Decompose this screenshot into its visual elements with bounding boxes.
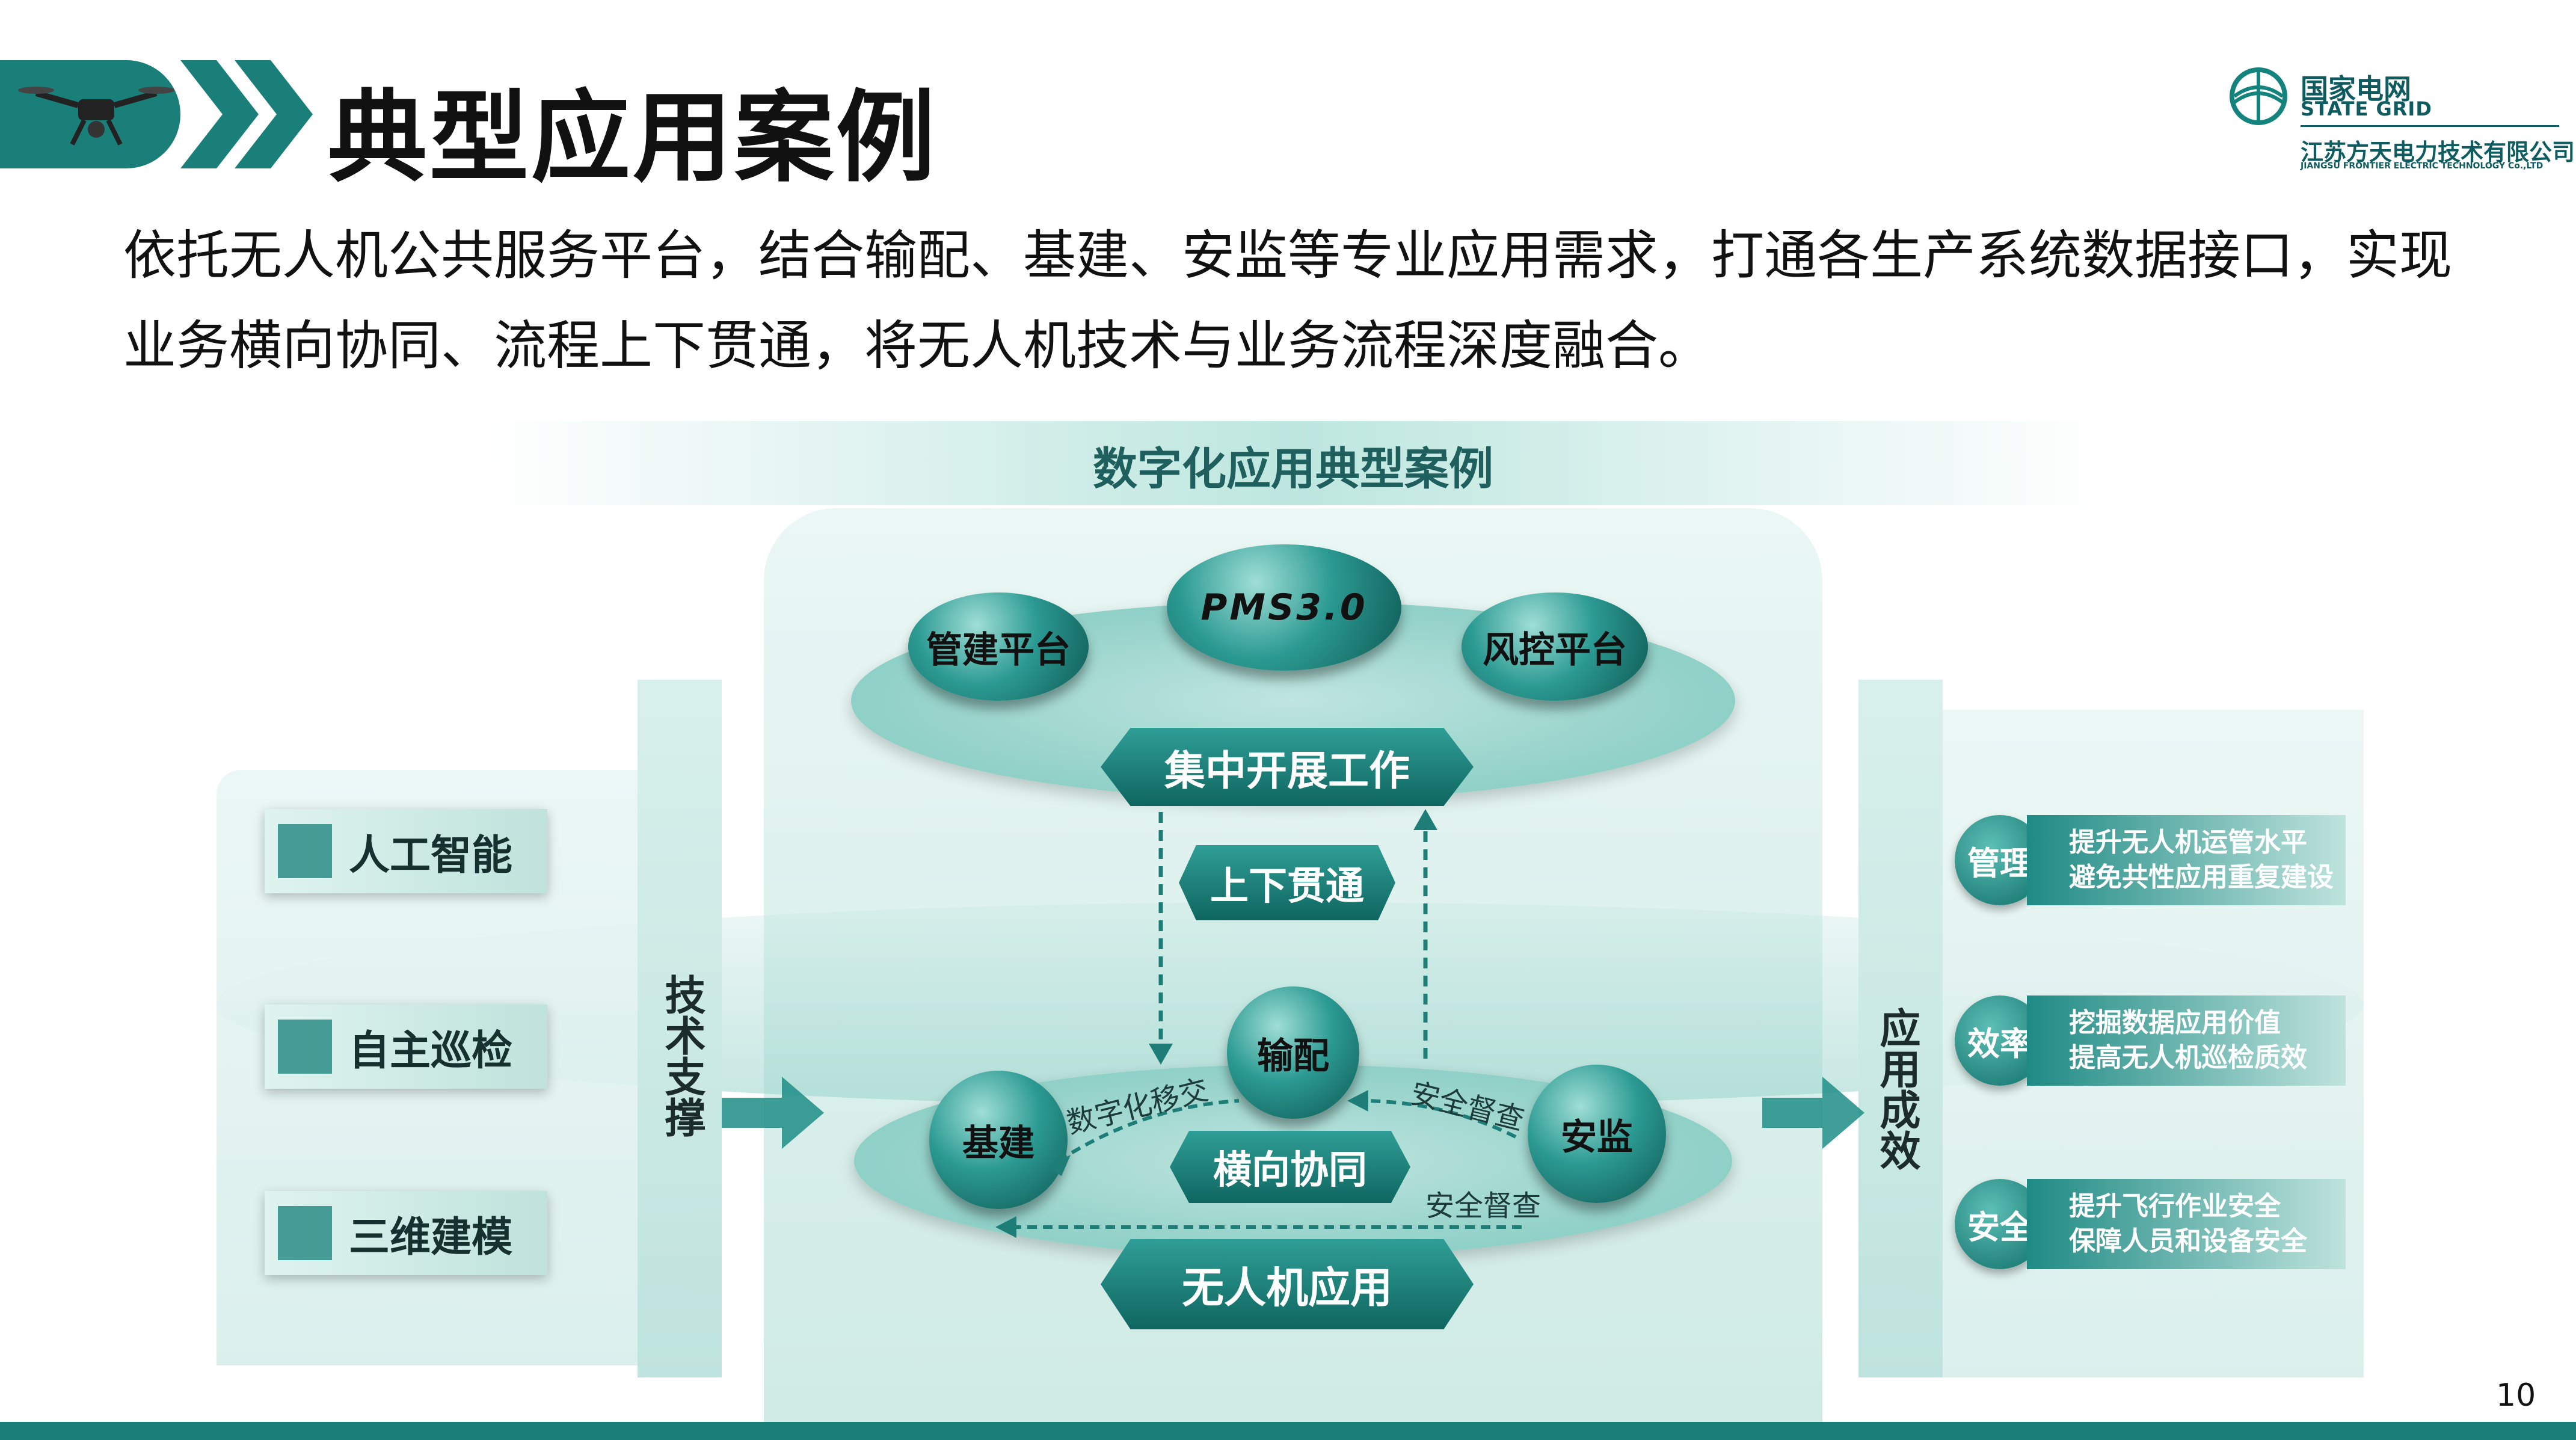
business-node-label: 输配 (1257, 1035, 1329, 1077)
tech-item: 自主巡检 (265, 1005, 547, 1089)
page-title: 典型应用案例 (328, 80, 938, 195)
flow-label: 安全督查 (1425, 1189, 1542, 1223)
logo-company: 江苏方天电力技术有限公司 (2301, 139, 2575, 165)
arrow-right-icon (722, 1077, 824, 1149)
bottom-band-label: 无人机应用 (1182, 1263, 1392, 1312)
result-line: 提升飞行作业安全 (2069, 1191, 2281, 1222)
state-grid-logo-icon (2230, 67, 2287, 125)
chevron-right-icon (180, 60, 313, 168)
page-number: 10 (2496, 1377, 2536, 1414)
vertical-label: 上下贯通 (1179, 845, 1395, 920)
system-node-label: 风控平台 (1483, 629, 1627, 671)
results-text: 应用成效 (1872, 1007, 1920, 1171)
result-item: 安全 提升飞行作业安全 保障人员和设备安全 (1955, 1179, 2346, 1269)
tech-item-label: 人工智能 (349, 831, 513, 879)
right-pillar (1858, 680, 1943, 1377)
tech-support-text: 技术支撑 (657, 974, 705, 1137)
result-text: 提升无人机运管水平 避免共性应用重复建设 (2027, 815, 2346, 905)
tech-support-label: 技术支撑 (656, 959, 705, 1152)
result-line: 提高无人机巡检质效 (2069, 1042, 2307, 1073)
system-node: 风控平台 (1462, 592, 1648, 701)
result-text: 挖掘数据应用价值 提高无人机巡检质效 (2027, 995, 2346, 1086)
tech-item: 三维建模 (265, 1191, 547, 1275)
result-item: 管理 提升无人机运管水平 避免共性应用重复建设 (1955, 815, 2346, 905)
result-line: 保障人员和设备安全 (2069, 1226, 2307, 1257)
tech-item-label: 自主巡检 (349, 1027, 513, 1075)
bottom-band: 无人机应用 (1101, 1239, 1474, 1329)
horizontal-label-text: 横向协同 (1213, 1148, 1367, 1193)
diagram-title-band (487, 421, 2105, 505)
business-node: 输配 (1227, 986, 1359, 1119)
system-node-label: PMS3.0 (1200, 586, 1368, 629)
intro-paragraph: 依托无人机公共服务平台，结合输配、基建、安监等专业应用需求，打通各生产系统数据接… (123, 224, 2453, 377)
chip-icon (278, 1206, 332, 1260)
diagram-title: 数字化应用典型案例 (1093, 443, 1493, 495)
business-node: 基建 (929, 1071, 1068, 1209)
vertical-label-text: 上下贯通 (1210, 864, 1364, 909)
footer-bar (0, 1422, 2576, 1440)
tech-item: 人工智能 (265, 809, 547, 893)
result-line: 挖掘数据应用价值 (2069, 1008, 2281, 1038)
system-node: 管建平台 (908, 592, 1089, 701)
result-text: 提升飞行作业安全 保障人员和设备安全 (2027, 1179, 2346, 1269)
business-node-label: 安监 (1561, 1116, 1633, 1158)
business-node-label: 基建 (962, 1122, 1034, 1165)
chip-icon (278, 1020, 332, 1074)
drone-icon (18, 87, 174, 146)
horizontal-label: 横向协同 (1170, 1131, 1410, 1203)
business-node: 安监 (1528, 1065, 1666, 1203)
top-band: 集中开展工作 (1101, 728, 1474, 806)
logo-company-en: JIANGSU FRONTIER ELECTRIC TECHNOLOGY Co.… (2301, 161, 2544, 171)
system-node-label: 管建平台 (926, 629, 1071, 671)
result-line: 避免共性应用重复建设 (2069, 862, 2334, 893)
tech-item-label: 三维建模 (349, 1213, 513, 1261)
results-label: 应用成效 (1871, 992, 1920, 1185)
left-pillar (638, 680, 722, 1377)
vertical-flow-arrows (1149, 809, 1437, 1065)
arrow-right-icon (1762, 1077, 1864, 1149)
logo-en: STATE GRID (2301, 97, 2432, 120)
top-band-label: 集中开展工作 (1164, 747, 1410, 795)
logo-cn: 国家电网 (2301, 73, 2411, 105)
system-node: PMS3.0 (1167, 544, 1401, 671)
horizontal-flow-arrows (995, 1090, 1522, 1238)
logo-divider (2301, 125, 2559, 127)
result-line: 提升无人机运管水平 (2069, 827, 2307, 858)
chip-icon (278, 824, 332, 878)
result-item: 效率 挖掘数据应用价值 提高无人机巡检质效 (1955, 995, 2346, 1086)
